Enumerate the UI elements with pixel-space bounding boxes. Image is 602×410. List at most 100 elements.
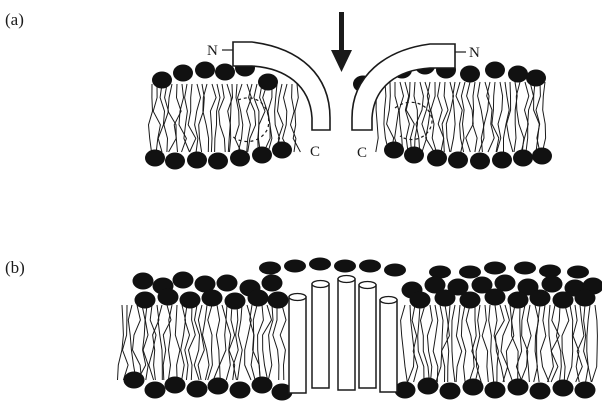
lipid-tail: [433, 305, 438, 382]
lipid-head: [272, 142, 292, 159]
lipid-tail: [235, 84, 241, 152]
lipid-head: [532, 148, 552, 165]
lipid-tail: [452, 305, 455, 382]
lipid-head: [284, 260, 306, 273]
lipid-tail: [188, 84, 196, 152]
lipid-head: [539, 265, 561, 278]
lipid-head: [124, 372, 145, 389]
lipid-tail: [592, 305, 598, 382]
lipid-tail: [537, 305, 540, 382]
lipid-head: [187, 381, 208, 398]
lipid-tail: [438, 82, 444, 152]
lipid-tail: [482, 305, 488, 382]
lipid-head: [484, 262, 506, 275]
lipid-head: [187, 152, 207, 169]
lipid-tail: [168, 84, 176, 152]
lipid-tail: [149, 305, 156, 380]
lipid-head: [575, 382, 596, 399]
lipid-head: [173, 272, 194, 289]
lipid-head: [553, 380, 574, 397]
lipid-tail: [521, 305, 528, 382]
lipid-head: [514, 262, 536, 275]
lipid-tail: [542, 82, 545, 152]
pore-cylinder: [380, 297, 397, 393]
lipid-head: [530, 383, 551, 400]
lipid-tail: [473, 82, 478, 152]
lipid-tail: [118, 305, 124, 380]
lipid-head: [359, 260, 381, 273]
lipid-tail: [476, 305, 481, 382]
lipid-tail: [226, 305, 231, 380]
panel-b-label: (b): [5, 258, 25, 277]
lipid-tail: [557, 305, 562, 382]
lipid-head: [418, 378, 439, 395]
panel-a: N C N C: [145, 12, 552, 170]
lipid-head: [215, 64, 235, 81]
lipid-head: [513, 150, 533, 167]
lipid-head: [259, 262, 281, 275]
lipid-tail: [395, 82, 400, 152]
lipid-head: [460, 66, 480, 83]
lipid-tail: [541, 305, 550, 382]
lipid-head: [202, 290, 223, 307]
lipid-head: [195, 62, 215, 79]
lipid-tail: [562, 305, 569, 382]
lipid-head: [248, 290, 269, 307]
lipid-head: [165, 153, 185, 170]
lipid-tail: [466, 305, 474, 382]
lipid-tail: [516, 305, 522, 382]
lipid-tail: [527, 305, 532, 382]
lipid-tail: [123, 305, 129, 380]
lipid-tail: [516, 82, 524, 152]
lipid-tail: [158, 305, 162, 380]
lipid-tail: [149, 84, 153, 152]
lipid-head: [334, 260, 356, 273]
lipid-tail: [584, 305, 589, 382]
lipid-head: [173, 65, 193, 82]
lipid-tail: [181, 305, 186, 380]
lipid-head: [145, 382, 166, 399]
lipid-tail: [220, 305, 227, 380]
lipid-head: [553, 292, 574, 309]
left-c-terminal: C: [310, 144, 320, 160]
lipid-head: [217, 275, 238, 292]
lipid-tail: [185, 305, 190, 380]
lipid-tail: [387, 82, 394, 152]
lipid-head: [459, 266, 481, 279]
lipid-head: [435, 290, 456, 307]
lipid-head: [252, 147, 272, 164]
lipid-tail: [451, 82, 455, 152]
lipid-head: [252, 377, 273, 394]
lipid-head: [145, 150, 165, 167]
pore-barrel: [289, 276, 397, 394]
lipid-tail: [164, 84, 169, 152]
lipid-tail: [401, 305, 408, 382]
lipid-head: [225, 293, 246, 310]
lipid-head: [258, 74, 278, 91]
lipid-head: [410, 292, 431, 309]
lipid-tail: [263, 305, 272, 380]
lipid-tail: [158, 84, 164, 152]
lipid-head: [180, 292, 201, 309]
lipid-tail: [512, 305, 518, 382]
panel-a-tails: [149, 82, 546, 152]
lipid-head: [508, 66, 528, 83]
lipid-tail: [399, 82, 403, 152]
lipid-head: [158, 289, 179, 306]
pore-cylinder: [312, 281, 329, 389]
lipid-head: [208, 153, 228, 170]
lipid-head: [135, 292, 156, 309]
lipid-head: [152, 72, 172, 89]
pore-cylinder: [338, 276, 355, 391]
pore-cylinder: [289, 294, 306, 394]
lipid-head: [384, 264, 406, 277]
lipid-tail: [573, 305, 579, 382]
lipid-head: [429, 266, 451, 279]
lipid-head: [508, 292, 529, 309]
lipid-head: [492, 152, 512, 169]
lipid-head: [460, 292, 481, 309]
left-n-terminal: N: [207, 43, 218, 59]
lipid-head: [463, 379, 484, 396]
lipid-tail: [461, 305, 465, 382]
lipid-tail: [478, 82, 484, 152]
